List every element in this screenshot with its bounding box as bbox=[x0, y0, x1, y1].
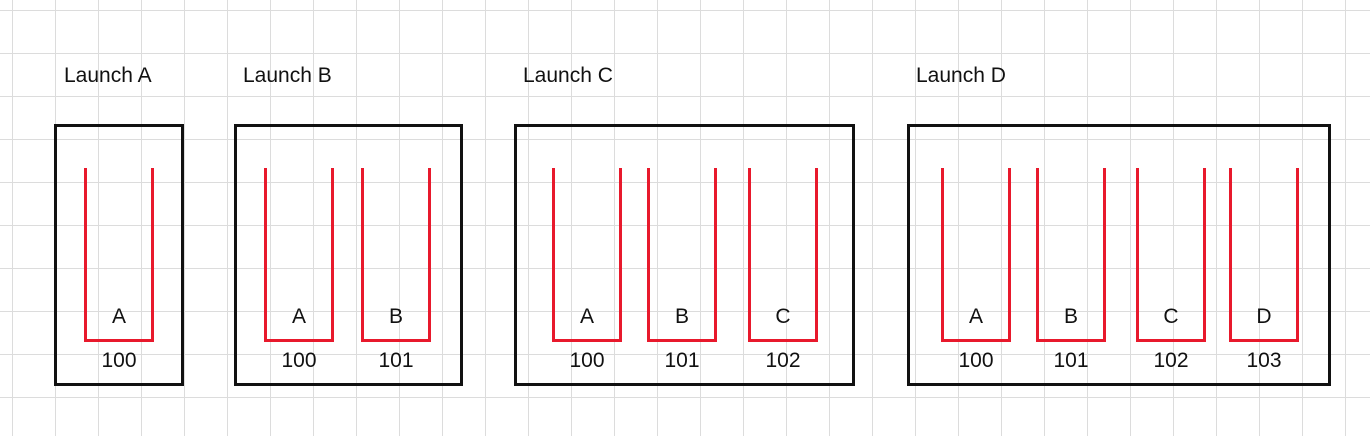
launch-d-slot-a bbox=[941, 168, 1011, 342]
launch-a-slot-a bbox=[84, 168, 154, 342]
launch-b-box bbox=[234, 124, 463, 386]
launch-d-slot-d-number: 103 bbox=[1246, 349, 1282, 372]
launch-b-slot-a-number: 100 bbox=[281, 349, 317, 372]
launch-d-title: Launch D bbox=[916, 64, 1006, 87]
launch-d-slot-b-letter: B bbox=[1063, 305, 1078, 328]
launch-c-slot-b-letter: B bbox=[674, 305, 689, 328]
launch-a-box bbox=[54, 124, 184, 386]
launch-d-slot-d-letter: D bbox=[1256, 305, 1272, 328]
launch-a-slot-a-number: 100 bbox=[101, 349, 137, 372]
launch-d-slot-b bbox=[1036, 168, 1106, 342]
launch-d-slot-c bbox=[1136, 168, 1206, 342]
launch-c-slot-a-number: 100 bbox=[569, 349, 605, 372]
launch-d-slot-a-letter: A bbox=[968, 305, 983, 328]
launch-c-slot-c-letter: C bbox=[775, 305, 791, 328]
launch-c-slot-a bbox=[552, 168, 622, 342]
launch-a-slot-a-letter: A bbox=[111, 305, 126, 328]
launch-c-title: Launch C bbox=[523, 64, 613, 87]
launch-b-slot-b-number: 101 bbox=[378, 349, 414, 372]
launch-c-slot-b bbox=[647, 168, 717, 342]
launch-b-slot-b-letter: B bbox=[388, 305, 403, 328]
launch-c-box bbox=[514, 124, 855, 386]
launch-d-box bbox=[907, 124, 1331, 386]
launch-d-slot-c-letter: C bbox=[1163, 305, 1179, 328]
launch-d-slot-c-number: 102 bbox=[1153, 349, 1189, 372]
launch-c-slot-c bbox=[748, 168, 818, 342]
launch-d-slot-d bbox=[1229, 168, 1299, 342]
launch-b-slot-a bbox=[264, 168, 334, 342]
launch-d-slot-b-number: 101 bbox=[1053, 349, 1089, 372]
launch-a-title: Launch A bbox=[64, 64, 152, 87]
launch-b-slot-b bbox=[361, 168, 431, 342]
launch-b-title: Launch B bbox=[243, 64, 332, 87]
launch-c-slot-a-letter: A bbox=[579, 305, 594, 328]
launch-c-slot-c-number: 102 bbox=[765, 349, 801, 372]
launch-d-slot-a-number: 100 bbox=[958, 349, 994, 372]
launch-c-slot-b-number: 101 bbox=[664, 349, 700, 372]
launch-b-slot-a-letter: A bbox=[291, 305, 306, 328]
